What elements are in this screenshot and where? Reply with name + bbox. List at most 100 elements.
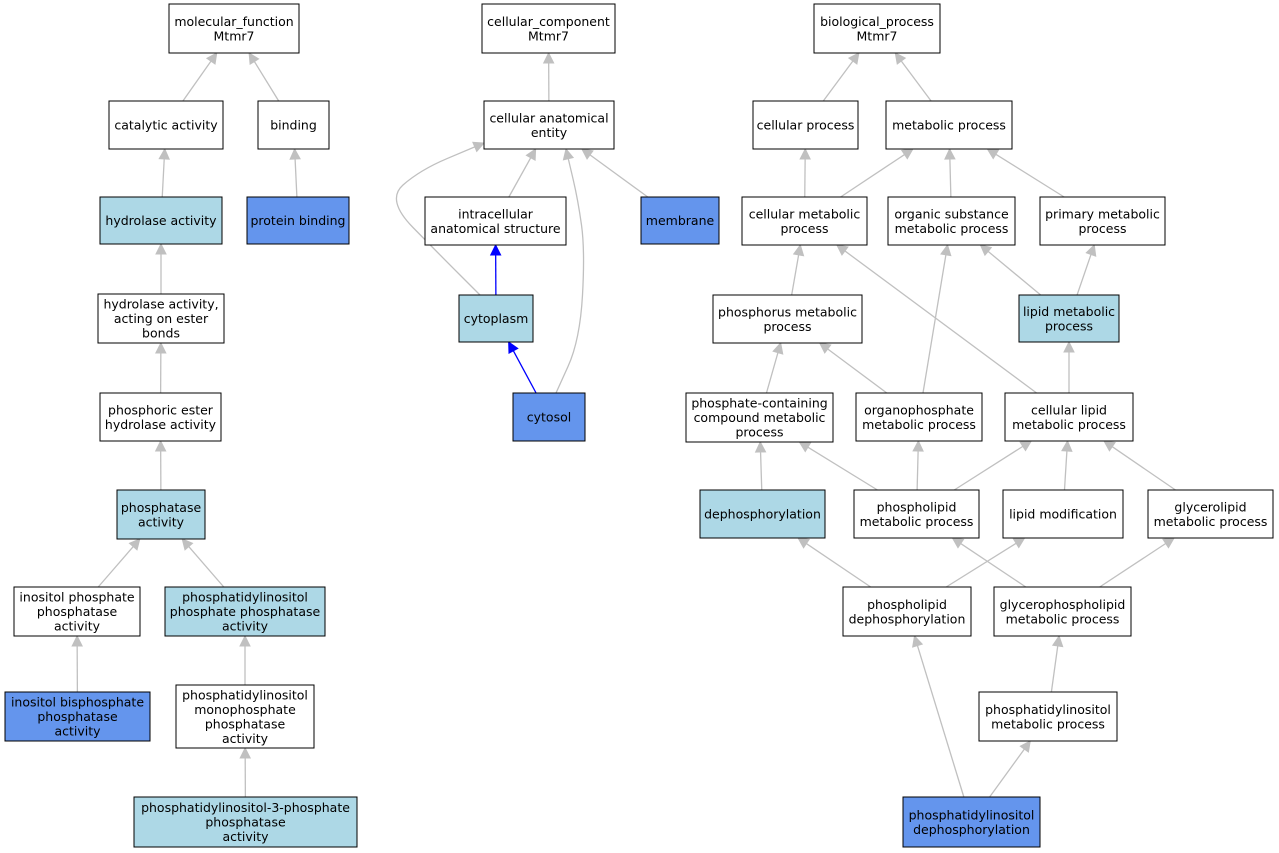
node-label-line: binding — [270, 118, 317, 133]
edge-pideph-to-pimeta — [989, 740, 1031, 798]
edge-hyd_ester-to-hydrolase — [155, 242, 167, 294]
node-box — [855, 392, 983, 442]
arrow-head-icon — [797, 537, 811, 549]
node-label-line: phosphatidylinositol — [182, 687, 308, 702]
node-label-line: process — [763, 319, 811, 334]
go-term-node-cytosol[interactable]: cytosol — [512, 392, 586, 442]
node-label-line: molecular_function — [174, 14, 293, 29]
node-box — [1147, 489, 1274, 539]
node-box — [97, 293, 225, 344]
edge-dephos-to-phoscont — [754, 440, 767, 491]
node-label-line: phospholipid — [877, 499, 957, 514]
edge-cytosol-to-cytoplasm — [508, 341, 537, 394]
edge-protbind-to-binding — [289, 147, 301, 198]
node-box — [99, 392, 222, 442]
arrow-head-icon — [489, 243, 502, 256]
node-label-line: phosphatidylinositol — [985, 702, 1111, 717]
node-box — [424, 196, 567, 246]
edge-cellmeta-to-metaproc — [840, 148, 914, 198]
node-box — [1002, 489, 1124, 539]
edge-binding-to-mf_root — [248, 52, 280, 102]
node-label-line: activity — [54, 724, 101, 739]
arrow-head-icon — [900, 148, 914, 160]
arrow-head-icon — [792, 243, 805, 257]
edge-line — [945, 542, 1017, 588]
go-term-node-lipidmod[interactable]: lipid modification — [1002, 489, 1124, 539]
go-term-node-metaproc[interactable]: metabolic process — [885, 100, 1013, 150]
go-term-node-pi3p[interactable]: phosphatidylinositol-3-phosphatephosphat… — [133, 796, 358, 848]
node-label-line: process — [735, 425, 783, 440]
node-box — [1004, 392, 1134, 442]
arrow-head-icon — [772, 341, 784, 355]
edge-line — [1063, 450, 1068, 491]
node-box — [4, 691, 151, 742]
node-box — [685, 392, 834, 443]
node-label-line: biological_process — [820, 14, 934, 29]
edge-lipidmod-to-celllipid — [1061, 439, 1073, 491]
node-box — [512, 392, 586, 442]
edge-line — [512, 350, 537, 394]
node-label-line: phosphatase — [205, 815, 286, 830]
go-term-node-binding[interactable]: binding — [257, 100, 330, 150]
edge-line — [161, 158, 165, 198]
go-term-node-dephos[interactable]: dephosphorylation — [699, 489, 826, 539]
edge-inos_bis-to-inos_phos — [71, 634, 83, 693]
go-term-node-pi_mono[interactable]: phosphatidylinositolmonophosphatephospha… — [175, 684, 315, 749]
node-box — [885, 100, 1013, 150]
edge-line — [916, 450, 919, 491]
go-term-node-cytoplasm[interactable]: cytoplasm — [458, 294, 534, 343]
node-box — [175, 684, 315, 749]
node-label-line: monophosphate — [194, 702, 296, 717]
edge-line — [1111, 446, 1176, 491]
go-term-node-catalytic[interactable]: catalytic activity — [108, 100, 224, 150]
node-box — [13, 586, 141, 637]
node-label-line: cytoplasm — [464, 311, 529, 326]
node-label-line: membrane — [646, 213, 715, 228]
edge-line — [822, 60, 854, 102]
go-term-node-membrane[interactable]: membrane — [640, 196, 720, 245]
node-label-line: lipid modification — [1009, 507, 1117, 522]
edge-line — [395, 146, 481, 296]
arrow-head-icon — [951, 537, 965, 549]
arrow-head-icon — [154, 439, 167, 452]
edge-line — [805, 543, 872, 588]
node-box — [108, 100, 224, 150]
node-label-line: bonds — [142, 326, 180, 341]
node-label-line: activity — [54, 619, 101, 634]
node-label-line: dephosphorylation — [913, 822, 1030, 837]
edge-line — [900, 60, 932, 102]
edge-pimeta-to-glyphlip — [1050, 634, 1064, 693]
go-term-node-protbind[interactable]: protein binding — [246, 196, 350, 245]
arrow-head-icon — [894, 52, 907, 65]
node-label-line: compound metabolic — [694, 410, 826, 425]
edge-phlipdeph-to-lipidmod — [945, 537, 1026, 588]
go-term-node-hydrolase[interactable]: hydrolase activity — [99, 196, 223, 245]
go-term-node-cellproc[interactable]: cellular process — [752, 100, 859, 150]
